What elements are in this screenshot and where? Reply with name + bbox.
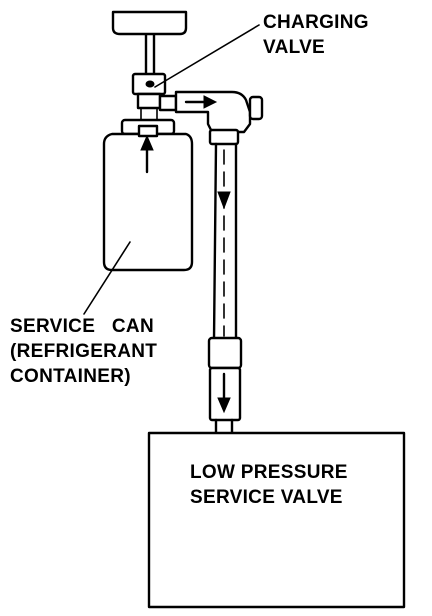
service-can xyxy=(102,118,194,272)
hose-lower-fitting xyxy=(207,336,243,436)
low-pressure-valve-box xyxy=(147,431,406,609)
valve-handle xyxy=(111,10,188,76)
charging-valve xyxy=(131,72,178,127)
leader-charging-valve xyxy=(154,24,260,88)
low-pressure-valve-label: LOW PRESSURE SERVICE VALVE xyxy=(190,462,353,508)
charging-valve-label: CHARGING VALVE xyxy=(263,12,374,58)
service-can-label: SERVICE CAN (REFRIGERANT CONTAINER) xyxy=(0,0,185,387)
charging-hose xyxy=(212,142,238,342)
hose-elbow-fitting xyxy=(174,90,264,146)
leader-service-can xyxy=(83,241,131,315)
